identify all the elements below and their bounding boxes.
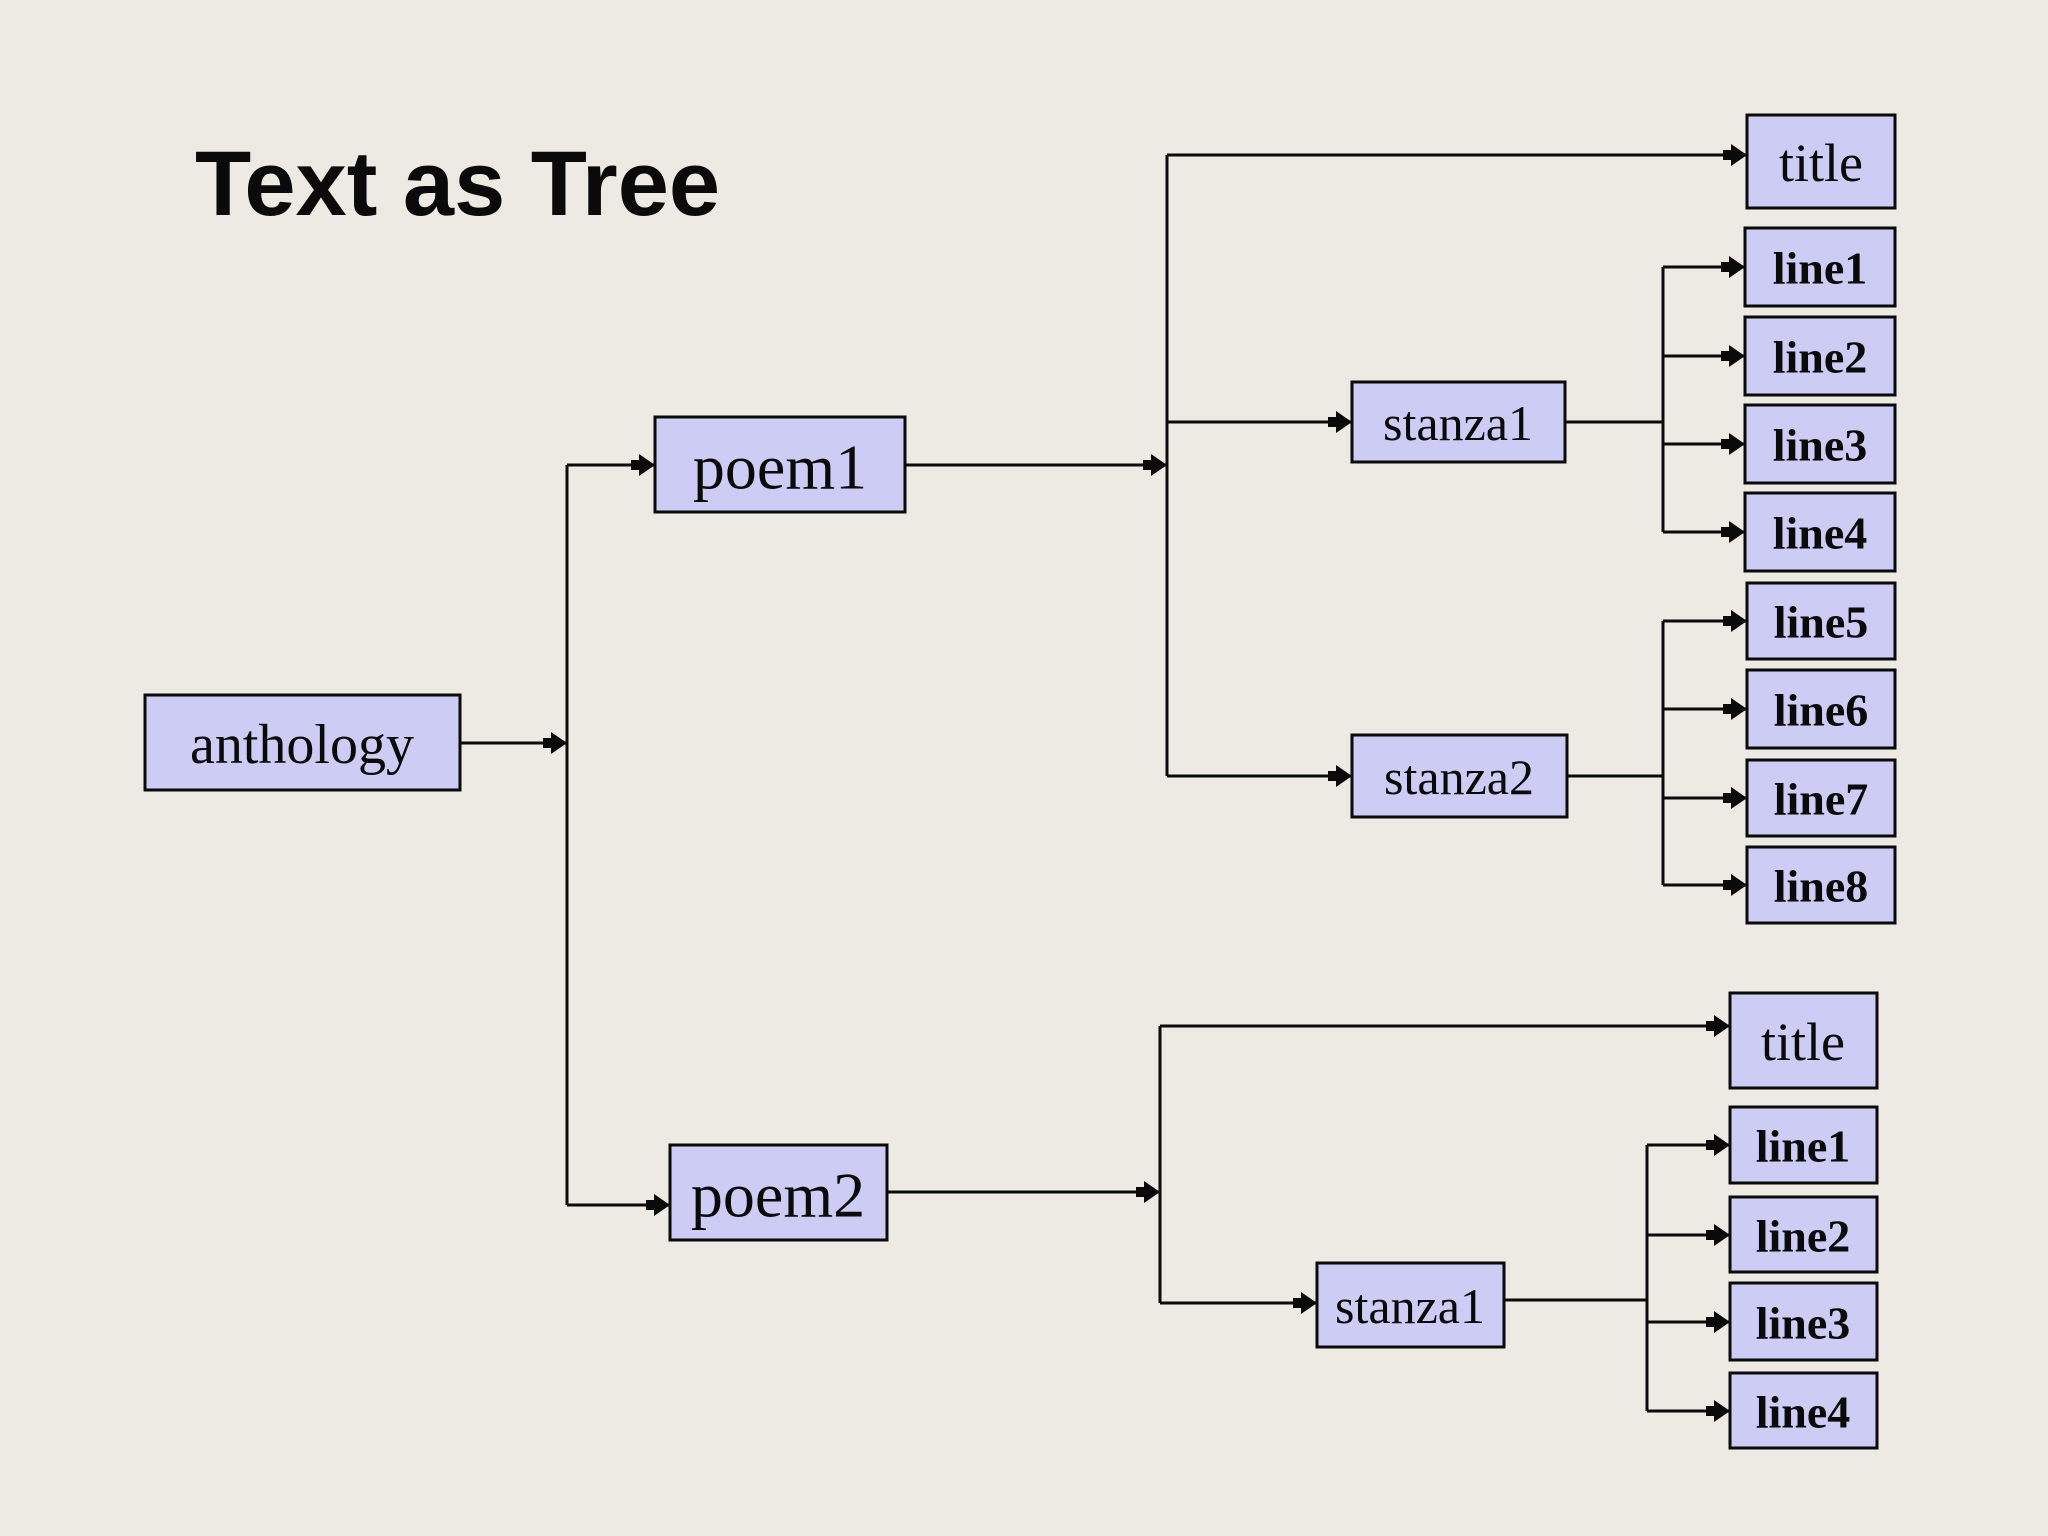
node-anthology: anthology [143,693,462,792]
node-poem1-s1-line1-label: line1 [1773,243,1868,294]
node-poem1-s1-line3: line3 [1743,403,1897,485]
node-poem1-s1-line3-label: line3 [1773,420,1868,471]
node-poem2-s1-line2-label: line2 [1756,1211,1851,1262]
node-poem1-s2-line5-label: line5 [1774,597,1869,648]
node-poem1-s1-line4: line4 [1743,491,1897,573]
node-poem2-title-label: title [1761,1012,1845,1072]
node-poem1-s2-line6-label: line6 [1774,685,1869,736]
node-anthology-label: anthology [190,714,414,776]
node-poem2-stanza1: stanza1 [1315,1261,1506,1349]
node-poem1-title: title [1745,113,1897,210]
node-poem1-label: poem1 [693,432,867,503]
node-poem1-s1-line2-label: line2 [1773,332,1868,383]
node-poem1-stanza1-label: stanza1 [1383,395,1533,451]
node-poem2-s1-line3: line3 [1728,1281,1879,1362]
node-poem1: poem1 [653,415,907,514]
node-poem1-s1-line4-label: line4 [1773,508,1868,559]
node-poem2-title: title [1728,991,1879,1090]
node-poem2-s1-line1: line1 [1728,1105,1879,1185]
node-poem2-stanza1-label: stanza1 [1335,1278,1485,1334]
node-poem1-s2-line8: line8 [1745,845,1897,925]
node-poem1-stanza1: stanza1 [1350,380,1567,464]
node-poem1-s1-line2: line2 [1743,315,1897,397]
node-poem1-title-label: title [1779,133,1863,193]
node-poem1-s2-line7: line7 [1745,758,1897,838]
node-poem1-s2-line7-label: line7 [1774,774,1869,825]
node-poem1-s2-line6: line6 [1745,668,1897,750]
node-poem2-s1-line4-label: line4 [1756,1387,1851,1438]
node-poem2: poem2 [668,1143,889,1242]
node-poem2-s1-line2: line2 [1728,1195,1879,1274]
nodes: anthology poem1 poem2 title stanza1 stan [143,113,1897,1450]
node-poem1-stanza2: stanza2 [1350,733,1569,819]
node-poem2-label: poem2 [691,1160,865,1231]
node-poem1-stanza2-label: stanza2 [1384,749,1534,805]
node-poem2-s1-line3-label: line3 [1756,1298,1851,1349]
node-poem1-s1-line1: line1 [1743,226,1897,308]
node-poem2-s1-line4: line4 [1728,1371,1879,1450]
slide-title: Text as Tree [195,133,721,235]
node-poem1-s2-line8-label: line8 [1774,861,1869,912]
node-poem1-s2-line5: line5 [1745,581,1897,661]
edges [458,144,1747,1422]
node-poem2-s1-line1-label: line1 [1756,1121,1851,1172]
